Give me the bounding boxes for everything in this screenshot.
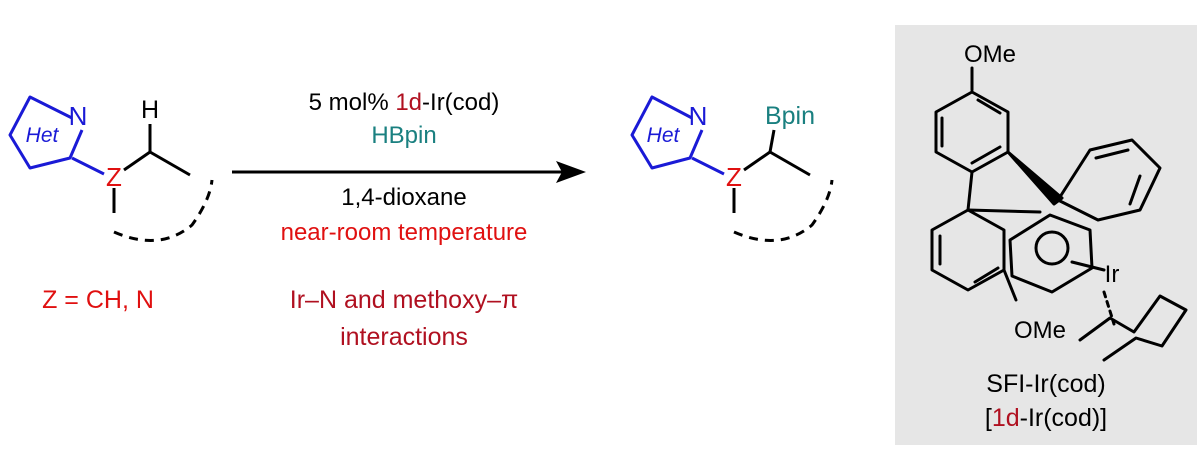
catalyst-conditions: 5 mol% 1d-Ir(cod) [309,89,500,116]
h-atom-label: H [141,96,159,124]
reactant-bonds [71,124,214,242]
product-ring-nitrogen-label: N [689,101,708,131]
reagent-label: HBpin [371,122,436,149]
reaction-arrow [232,161,586,183]
ome-bottom-label: OMe [1014,317,1066,344]
interaction-note-line2: interactions [340,323,468,351]
ome-top-label: OMe [964,41,1016,68]
reactant-structure: N Het Z H [8,95,214,242]
catalyst-structure [930,66,1188,362]
temperature-label: near-room temperature [281,219,528,246]
product-z-atom-label: Z [726,162,742,192]
catalyst-panel [895,25,1197,445]
catalyst-alias-close: -Ir(cod)] [1020,404,1108,432]
interaction-note-line1: Ir–N and methoxy–π [290,286,518,314]
catalyst-alias-id: 1d [992,404,1020,432]
catalyst-loading: 5 mol% [309,89,396,116]
z-atom-label: Z [106,162,122,192]
product-structure: N Het Z Bpin [630,95,834,242]
catalyst-alias: [1d-Ir(cod)] [985,404,1107,432]
solvent-label: 1,4-dioxane [341,184,466,211]
scope-note: Z = CH, N [42,286,154,314]
ring-nitrogen-label: N [69,101,88,131]
product-het-label: Het [647,124,681,147]
catalyst-name: SFI-Ir(cod) [986,370,1105,398]
iridium-label: Ir [1105,261,1120,288]
catalyst-id: 1d [395,89,422,116]
product-bonds [691,129,834,242]
catalyst-suffix: -Ir(cod) [422,89,499,116]
product-het-ring [630,95,704,170]
het-ring [8,95,84,170]
het-label: Het [26,124,60,147]
bpin-label: Bpin [765,102,815,130]
catalyst-alias-open: [ [985,404,992,432]
